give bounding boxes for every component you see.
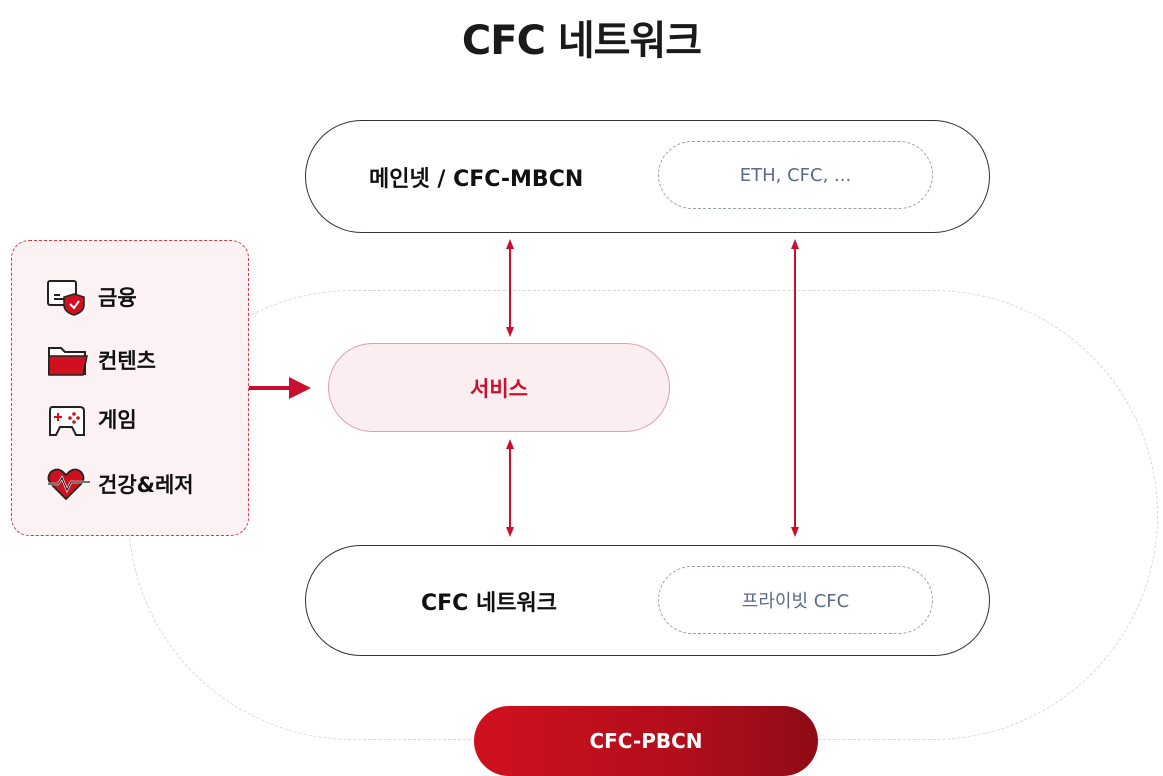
gamepad-icon (46, 399, 92, 439)
category-label: 건강&레저 (98, 473, 194, 497)
folder-icon (46, 340, 92, 380)
mainnet-node: 메인넷 / CFC-MBCN ETH, CFC, ... (305, 120, 990, 233)
category-label: 금융 (98, 286, 137, 310)
category-item-contents: 컨텐츠 (46, 340, 156, 380)
mainnet-tokens: ETH, CFC, ... (658, 141, 933, 209)
finance-icon (46, 277, 92, 317)
mainnet-label: 메인넷 / CFC-MBCN (369, 167, 584, 192)
cfc-pbcn-badge: CFC-PBCN (474, 706, 818, 776)
category-label: 게임 (98, 408, 137, 432)
service-categories-panel: 금융 컨텐츠 게임 (11, 240, 249, 536)
category-item-game: 게임 (46, 399, 137, 439)
category-item-finance: 금융 (46, 277, 137, 317)
cfc-network-label: CFC 네트워크 (421, 591, 557, 616)
private-cfc-label: 프라이빗 CFC (658, 566, 933, 634)
category-label: 컨텐츠 (98, 349, 156, 373)
heart-pulse-icon (46, 464, 92, 504)
service-node: 서비스 (328, 343, 670, 432)
cfc-network-node: CFC 네트워크 프라이빗 CFC (305, 545, 990, 656)
category-item-health-leisure: 건강&레저 (46, 464, 194, 504)
page-title: CFC 네트워크 (461, 18, 702, 64)
